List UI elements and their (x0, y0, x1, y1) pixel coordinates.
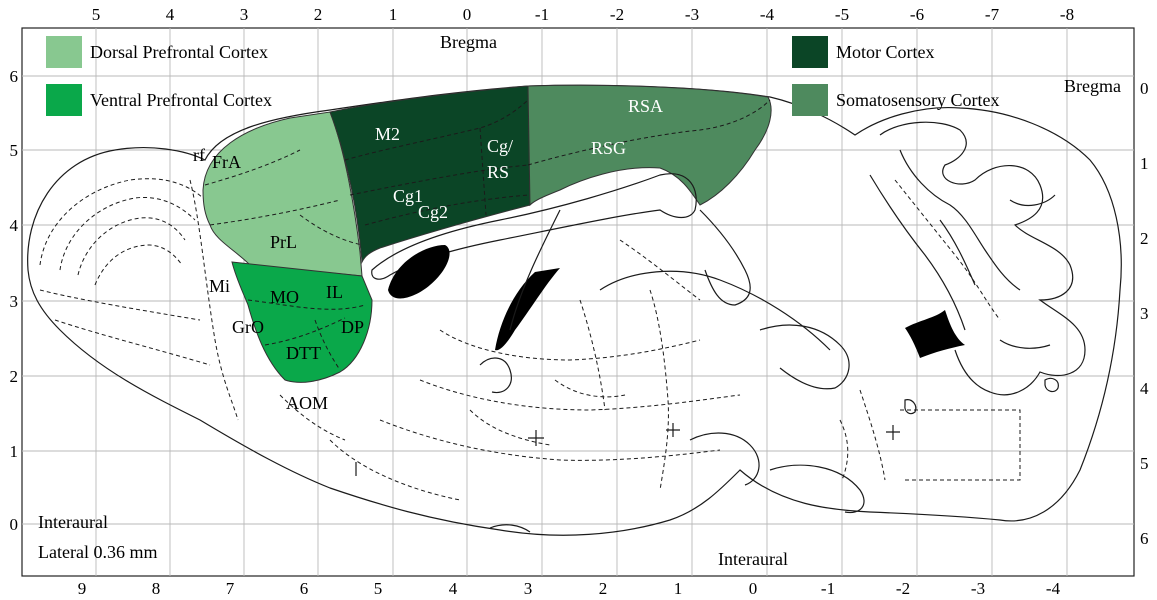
axis-top-tick: 4 (166, 5, 175, 24)
axis-left-tick: 0 (10, 515, 19, 534)
axis-left-tick: 4 (10, 216, 19, 235)
axis-bottom: 9 8 7 6 5 4 3 2 1 0 -1 -2 -3 -4 (78, 579, 1061, 598)
legend-swatch (46, 36, 82, 68)
label-prl: PrL (270, 232, 297, 252)
axis-top-tick: -3 (685, 5, 699, 24)
axis-top-tick: -1 (535, 5, 549, 24)
label-dtt: DTT (286, 343, 321, 363)
axis-bottom-tick: -2 (896, 579, 910, 598)
axis-bottom-tick: -4 (1046, 579, 1061, 598)
label-rsa: RSA (628, 96, 663, 116)
legend-swatch (46, 84, 82, 116)
axis-bottom-tick: 4 (449, 579, 458, 598)
bregma-top-label: Bregma (440, 32, 497, 52)
axis-bottom-tick: 9 (78, 579, 87, 598)
axis-top-tick: 0 (463, 5, 472, 24)
legend-label: Motor Cortex (836, 42, 935, 62)
label-mo: MO (270, 287, 299, 307)
label-cg-rs-bottom: RS (487, 162, 509, 182)
label-gro: GrO (232, 317, 264, 337)
axis-top-tick: -2 (610, 5, 624, 24)
axis-top: 5 4 3 2 1 0 -1 -2 -3 -4 -5 -6 -7 -8 (92, 5, 1074, 24)
legend-label: Somatosensory Cortex (836, 90, 1000, 110)
label-rsg: RSG (591, 138, 626, 158)
legend-label: Ventral Prefrontal Cortex (90, 90, 272, 110)
axis-top-tick: -4 (760, 5, 775, 24)
axis-bottom-tick: 5 (374, 579, 383, 598)
axis-right-tick: 5 (1140, 454, 1149, 473)
axis-top-tick: -8 (1060, 5, 1074, 24)
axis-top-tick: -6 (910, 5, 924, 24)
axis-right-tick: 6 (1140, 529, 1149, 548)
lateral-label: Lateral 0.36 mm (38, 542, 157, 562)
axis-top-tick: 5 (92, 5, 101, 24)
axis-bottom-tick: 7 (226, 579, 235, 598)
label-cg2: Cg2 (418, 202, 448, 222)
interaural-bottom-label: Interaural (718, 549, 788, 569)
axis-left-tick: 2 (10, 367, 19, 386)
axis-left-tick: 1 (10, 442, 19, 461)
axis-right-tick: 3 (1140, 304, 1149, 323)
axis-right-tick: 0 (1140, 79, 1149, 98)
axis-left-tick: 6 (10, 67, 19, 86)
axis-top-tick: 3 (240, 5, 249, 24)
legend-swatch (792, 36, 828, 68)
label-dp: DP (341, 317, 364, 337)
label-m2: M2 (375, 124, 400, 144)
axis-bottom-tick: 1 (674, 579, 683, 598)
axis-bottom-tick: 8 (152, 579, 161, 598)
label-rf: rf (193, 145, 205, 165)
axis-top-tick: -5 (835, 5, 849, 24)
axis-left-tick: 5 (10, 141, 19, 160)
axis-bottom-tick: 3 (524, 579, 533, 598)
axis-top-tick: 1 (389, 5, 398, 24)
axis-right: 0 1 2 3 4 5 6 (1140, 79, 1149, 548)
interaural-left-label: Interaural (38, 512, 108, 532)
axis-bottom-tick: -1 (821, 579, 835, 598)
label-il: IL (326, 282, 343, 302)
axis-right-tick: 4 (1140, 379, 1149, 398)
bregma-right-label: Bregma (1064, 76, 1121, 96)
axis-top-tick: 2 (314, 5, 323, 24)
legend-label: Dorsal Prefrontal Cortex (90, 42, 268, 62)
axis-top-tick: -7 (985, 5, 1000, 24)
label-cg-rs-top: Cg/ (487, 136, 513, 156)
axis-left-tick: 3 (10, 292, 19, 311)
axis-right-tick: 2 (1140, 229, 1149, 248)
label-fra: FrA (212, 152, 241, 172)
label-mi: Mi (209, 276, 230, 296)
axis-bottom-tick: -3 (971, 579, 985, 598)
axis-bottom-tick: 0 (749, 579, 758, 598)
axis-right-tick: 1 (1140, 154, 1149, 173)
axis-bottom-tick: 2 (599, 579, 608, 598)
axis-bottom-tick: 6 (300, 579, 309, 598)
axis-left: 6 5 4 3 2 1 0 (10, 67, 19, 534)
legend-swatch (792, 84, 828, 116)
label-aom: AOM (286, 393, 328, 413)
